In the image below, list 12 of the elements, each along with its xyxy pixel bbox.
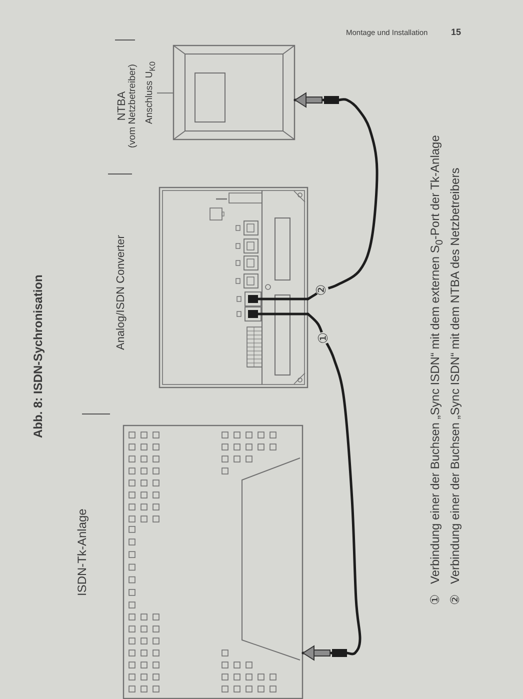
device-label: ISDN-Tk-Anlage <box>76 508 90 596</box>
callout-number: ② <box>316 284 328 296</box>
figure-title: Abb. 8: ISDN-Sychronisation <box>32 274 46 438</box>
device-label: Analog/ISDN Converter <box>115 235 128 350</box>
provider-note: (vom Netzbetreiber) <box>128 64 139 148</box>
leader-line <box>156 92 174 94</box>
device-label: NTBA <box>116 91 128 121</box>
page-number: 15 <box>451 27 462 38</box>
callout-number: ② <box>449 594 461 605</box>
note-text: Verbindung einer der Buchsen „Sync ISDN“ mit dem NTBA des Netzbetreibers <box>449 168 463 584</box>
callout-number: ① <box>318 332 330 344</box>
callout-number: ① <box>429 594 441 605</box>
